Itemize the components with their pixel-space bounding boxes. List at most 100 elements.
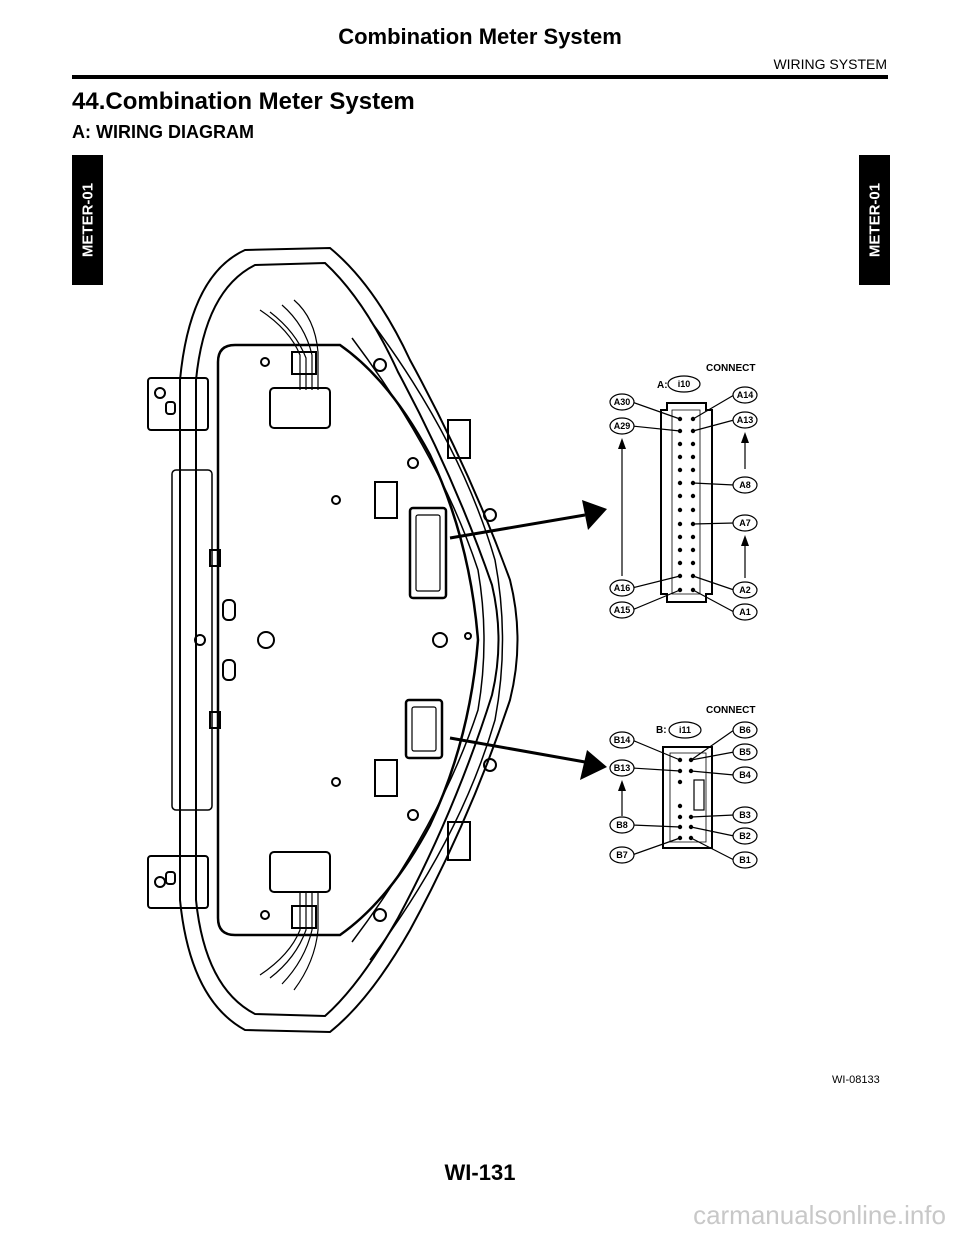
panel-slot-2 [222,659,236,681]
housing-rim-curve-2 [351,337,485,943]
pin-label-b2: B2 [739,831,751,841]
screw-1 [194,634,206,646]
side-socket-lower [374,759,398,797]
pin-label-a16: A16 [614,583,631,593]
housing-side-strip [171,469,213,811]
screw-5 [483,758,497,772]
callout-arrow-a-shaft [449,513,586,540]
connector-a-range-arrows [618,432,749,578]
pin-label-b5: B5 [739,747,751,757]
pin-label-a7: A7 [739,518,751,528]
meter-panel [216,343,480,937]
pin-label-b14: B14 [614,735,631,745]
figure-id: WI-08133 [832,1074,880,1086]
housing-inner-outline [195,261,500,1018]
connector-a-leaders [631,394,735,613]
side-tab-left: METER-01 [72,155,103,285]
callout-arrow-a-head [582,500,607,530]
mount-bracket-upper [147,377,209,431]
page-header-title: Combination Meter System [338,24,622,49]
housing-lug-lower [447,821,471,861]
top-wire-bundle [259,299,319,390]
callout-arrow-b-shaft [449,736,586,764]
connector-a-id-badge [667,375,701,393]
bracket-slot-lower [165,871,176,885]
connector-b-leaders [631,729,735,861]
connector-a-id: i10 [678,379,691,389]
connector-b: CONNECT B: i11 [609,705,758,869]
header-rule [72,75,888,79]
connector-b-range-arrow [618,780,626,816]
pin-label-a1: A1 [739,607,751,617]
screw-7 [260,910,270,920]
screw-3 [373,908,387,922]
panel-tab-1 [209,549,221,567]
bottom-wire-clip [291,905,317,929]
connector-a: CONNECT A: i10 [609,363,758,621]
pin-label-b3: B3 [739,810,751,820]
bracket-hole-lower [154,876,166,888]
pin-label-b13: B13 [614,763,631,773]
side-socket-upper [374,481,398,519]
section-title: 44.Combination Meter System [72,88,415,115]
middle-connector-b-outline [404,698,444,760]
connector-a-body [660,402,713,603]
housing-lug-upper [447,419,471,459]
pin-label-b1: B1 [739,855,751,865]
page-header-section: WIRING SYSTEM [773,56,887,72]
housing-outer-outline [179,246,519,1034]
callout-arrows [449,500,607,780]
panel-hole-4 [331,777,341,787]
screw-4 [483,508,497,522]
middle-connector-b-inner [411,706,437,752]
top-wire-clip [291,351,317,375]
connector-b-connect-label: CONNECT [706,705,755,716]
pin-label-b8: B8 [616,820,628,830]
connector-a-pin-labels: A30 A29 A16 A15 A14 A13 A8 A7 A2 A1 [609,386,758,621]
middle-connector-a-outline [408,506,448,600]
bottom-wire-bundle [259,892,319,991]
connector-b-inner-outline [669,752,707,843]
meter-housing-drawing [147,246,519,1034]
panel-slot-1 [222,599,236,621]
pin-label-b7: B7 [616,850,628,860]
screw-6 [260,357,270,367]
pin-label-a8: A8 [739,480,751,490]
panel-hole-6 [407,457,419,469]
panel-hole-3 [331,495,341,505]
pin-label-a14: A14 [737,390,754,400]
pin-label-a2: A2 [739,585,751,595]
side-tab-right: METER-01 [859,155,890,285]
mount-bracket-lower [147,855,209,909]
connector-b-pin-labels: B14 B13 B8 B7 B6 B5 B4 B3 B2 B1 [609,721,758,869]
pin-label-a13: A13 [737,415,754,425]
page-number: WI-131 [444,1160,516,1185]
bottom-connector-housing [269,851,331,893]
panel-tab-2 [209,711,221,729]
section-subtitle: A: WIRING DIAGRAM [72,122,254,142]
screw-2 [373,358,387,372]
pin-label-a30: A30 [614,397,631,407]
bracket-hole-upper [154,387,166,399]
connector-b-prefix: B: [656,725,667,736]
pin-label-b6: B6 [739,725,751,735]
panel-hole-5 [464,632,472,640]
panel-hole-7 [407,809,419,821]
panel-hole-1 [257,631,275,649]
pin-label-a29: A29 [614,421,631,431]
connector-b-id: i11 [679,725,691,735]
connector-b-id-badge [668,721,702,739]
housing-rim-curve [369,319,504,961]
watermark: carmanualsonline.info [693,1200,946,1230]
middle-connector-a-inner [415,514,441,592]
connector-a-connect-label: CONNECT [706,363,755,374]
callout-arrow-b-head [580,750,607,780]
pin-label-b4: B4 [739,770,751,780]
top-connector-housing [269,387,331,429]
bracket-slot-upper [165,401,176,415]
connector-b-key [693,779,705,811]
connector-a-prefix: A: [657,380,668,391]
panel-hole-2 [432,632,448,648]
pin-label-a15: A15 [614,605,631,615]
